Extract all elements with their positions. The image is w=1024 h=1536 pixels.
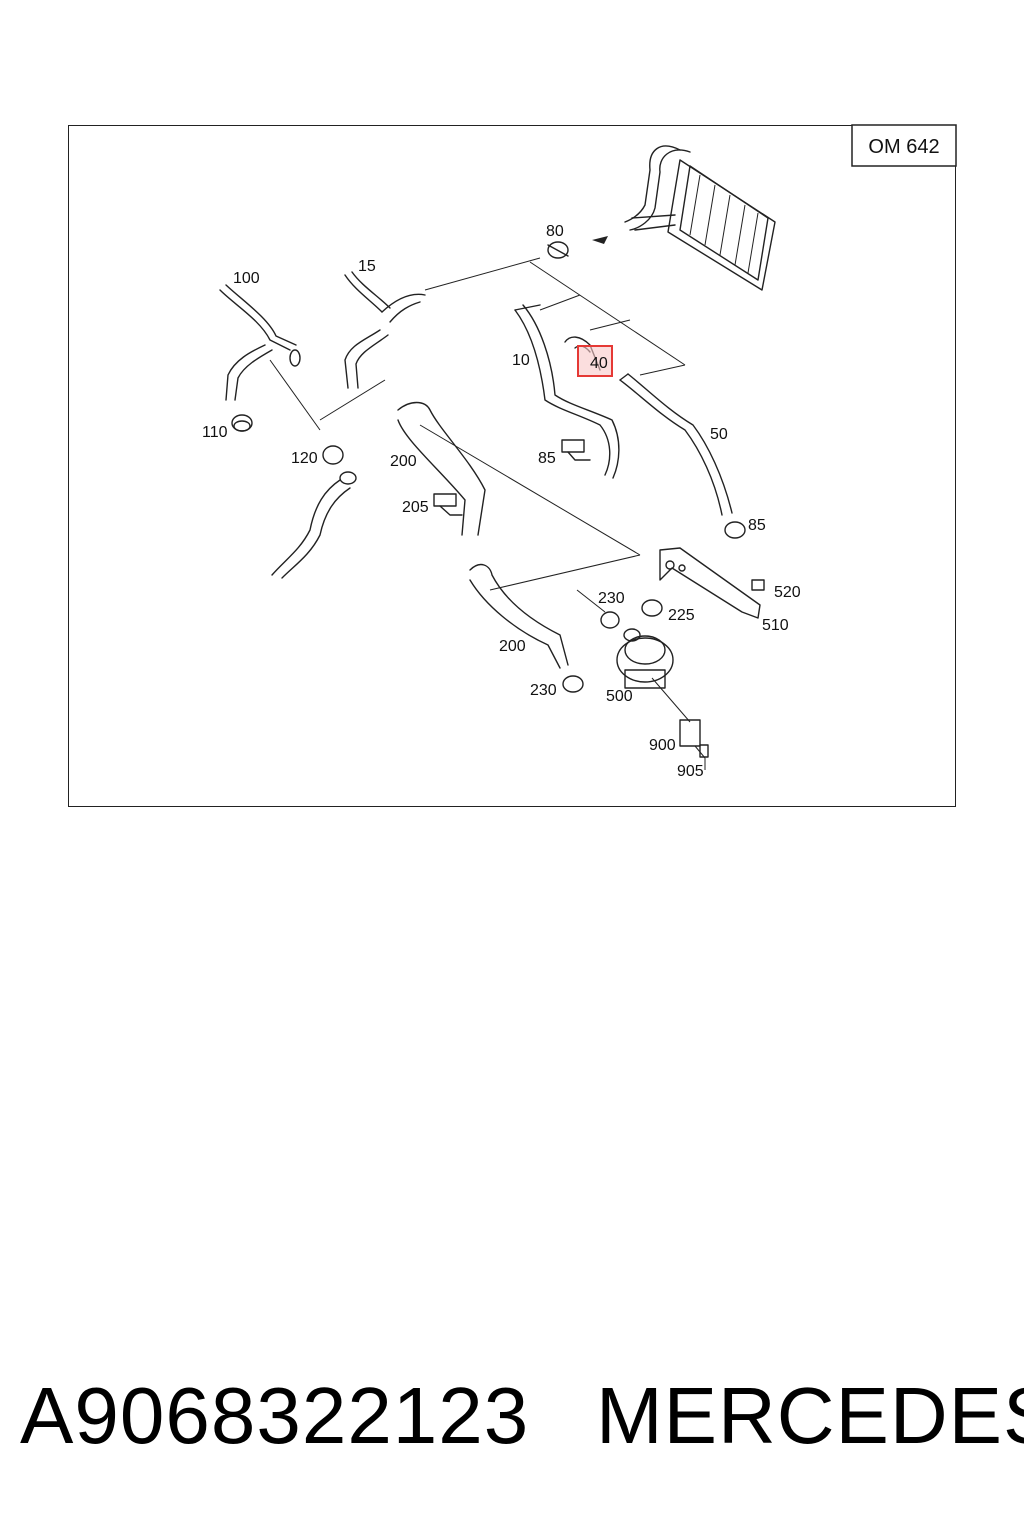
clamp-110 [231,414,253,432]
label-120: 120 [291,450,318,467]
label-85-lower: 85 [748,517,766,534]
label-520: 520 [774,584,801,601]
engine-code-label: OM 642 [868,136,939,158]
part-number: A9068322123 [20,1371,530,1460]
clip-205 [433,493,463,516]
engine-code-box [851,124,957,167]
leader-lines [269,257,706,770]
brand-name: MERCEDES [596,1371,1024,1460]
nut-520 [751,579,765,591]
sensor-900 [679,719,701,747]
clamp-230-lower [562,675,584,693]
label-40: 40 [590,355,608,372]
footer: A9068322123 MERCEDES [0,1370,1024,1480]
label-230-upper: 230 [598,590,625,607]
clamp-85-lower [724,521,746,539]
bracket-510 [659,547,761,619]
hose-10 [514,304,620,479]
connector-905 [699,744,709,758]
label-225: 225 [668,607,695,624]
label-100: 100 [233,270,260,287]
hose-lower-left [271,479,351,579]
highlight-box-40 [577,345,613,377]
label-15: 15 [358,258,376,275]
hose-50 [619,373,733,516]
label-10: 10 [512,352,530,369]
label-230-lower: 230 [530,682,557,699]
hose-15 [344,271,426,389]
label-905: 905 [677,763,704,780]
label-900: 900 [649,737,676,754]
clamp-230-upper [600,611,620,629]
label-510: 510 [762,617,789,634]
pump-500 [616,628,674,689]
hose-200-upper [397,401,486,536]
hose-200-lower [469,563,569,669]
label-110: 110 [202,424,228,441]
clamp-225 [641,599,663,617]
label-200-upper: 200 [390,453,417,470]
label-200-lower: 200 [499,638,526,655]
clamp-80 [547,241,569,259]
heater-core [592,145,776,291]
clamp-120 [322,445,357,485]
clip-85-upper [561,439,591,461]
label-85-upper: 85 [538,450,556,467]
diagram-frame [68,125,956,807]
label-205: 205 [402,499,429,516]
label-80: 80 [546,223,564,240]
label-50: 50 [710,426,728,443]
label-500: 500 [606,688,633,705]
hose-100 [219,284,301,401]
